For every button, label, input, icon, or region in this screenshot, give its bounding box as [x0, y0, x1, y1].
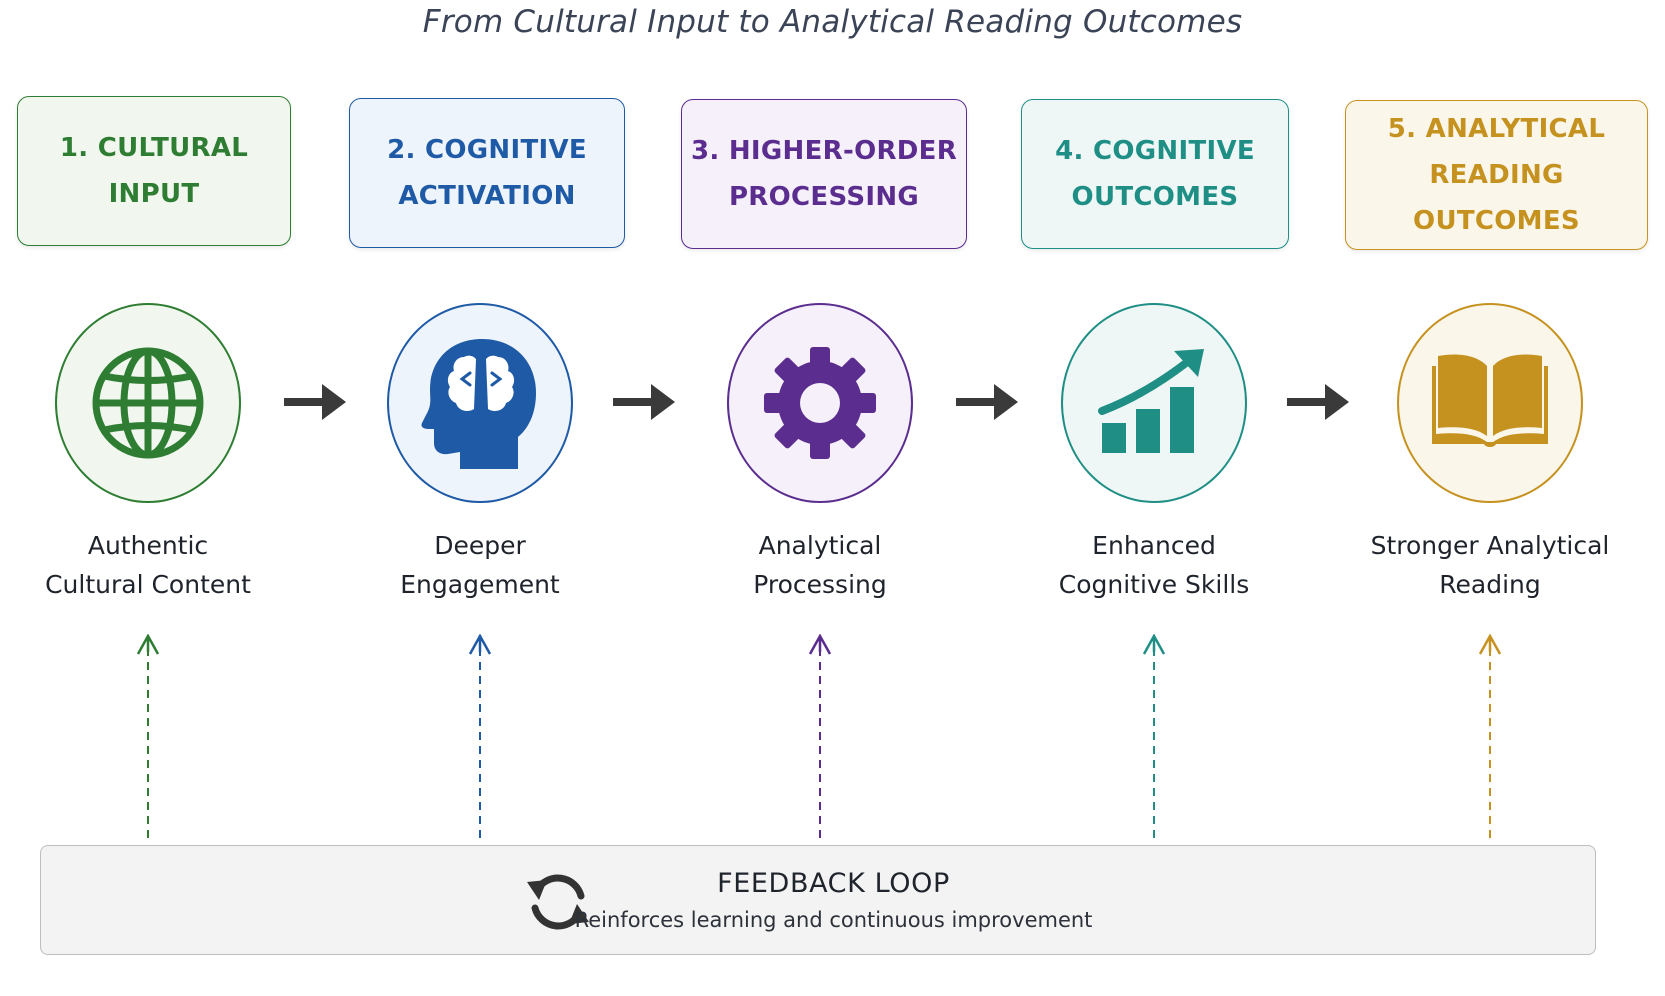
stage-5-label: Stronger Analytical Reading — [1370, 531, 1610, 599]
gear-icon — [764, 347, 876, 459]
flow-arrow-1-2 — [284, 384, 346, 420]
refresh-icon — [527, 874, 589, 930]
stage-2-heading: 2. COGNITIVE ACTIVATION — [387, 135, 587, 211]
stage-1-label: Authentic Cultural Content — [45, 531, 251, 599]
stage-2-label: Deeper Engagement — [400, 531, 560, 599]
stage-4-label: Enhanced Cognitive Skills — [1058, 531, 1250, 599]
feedback-title: FEEDBACK LOOP — [717, 868, 950, 899]
feedback-arrow-head — [1142, 634, 1166, 655]
feedback-arrow-head — [1478, 634, 1502, 655]
feedback-arrow-4 — [1142, 634, 1166, 844]
feedback-subtitle: Reinforces learning and continuous impro… — [574, 908, 1093, 932]
stage-3-heading: 3. HIGHER-ORDER PROCESSING — [690, 136, 958, 212]
feedback-arrow-2 — [468, 634, 492, 844]
stage-5-heading: 5. ANALYTICAL READING OUTCOMES — [1387, 114, 1606, 236]
stage-3-icon-circle — [727, 303, 913, 503]
stage-2-heading-box: 2. COGNITIVE ACTIVATION — [349, 98, 625, 248]
stage-1-heading-box: 1. CULTURAL INPUT — [17, 96, 291, 246]
feedback-arrow-head — [468, 634, 492, 655]
stage-3-label: Analytical Processing — [753, 531, 887, 599]
feedback-arrow-5 — [1478, 634, 1502, 844]
open-book-icon — [1432, 354, 1548, 447]
stage-2-icon-circle — [387, 303, 573, 503]
stage-1-heading: 1. CULTURAL INPUT — [59, 133, 249, 209]
stage-4-heading-box: 4. COGNITIVE OUTCOMES — [1021, 99, 1289, 249]
brain-head-icon — [421, 339, 536, 469]
feedback-arrow-head — [136, 634, 160, 655]
stage-4-heading: 4. COGNITIVE OUTCOMES — [1055, 136, 1255, 212]
stage-5-icon-circle — [1397, 303, 1583, 503]
growth-chart-icon — [1098, 349, 1204, 453]
diagram-title: From Cultural Input to Analytical Readin… — [422, 4, 1243, 40]
globe-icon — [92, 347, 204, 459]
stage-4-icon-circle — [1061, 303, 1247, 503]
feedback-arrow-3 — [808, 634, 832, 844]
feedback-arrow-head — [808, 634, 832, 655]
feedback-arrow-1 — [136, 634, 160, 844]
flow-arrow-3-4 — [956, 384, 1018, 420]
stage-5-heading-box: 5. ANALYTICAL READING OUTCOMES — [1345, 100, 1648, 250]
stage-1-icon-circle — [55, 303, 241, 503]
flow-arrow-2-3 — [613, 384, 675, 420]
stage-3-heading-box: 3. HIGHER-ORDER PROCESSING — [681, 99, 967, 249]
feedback-loop-panel: FEEDBACK LOOP Reinforces learning and co… — [40, 845, 1596, 955]
flow-arrow-4-5 — [1287, 384, 1349, 420]
